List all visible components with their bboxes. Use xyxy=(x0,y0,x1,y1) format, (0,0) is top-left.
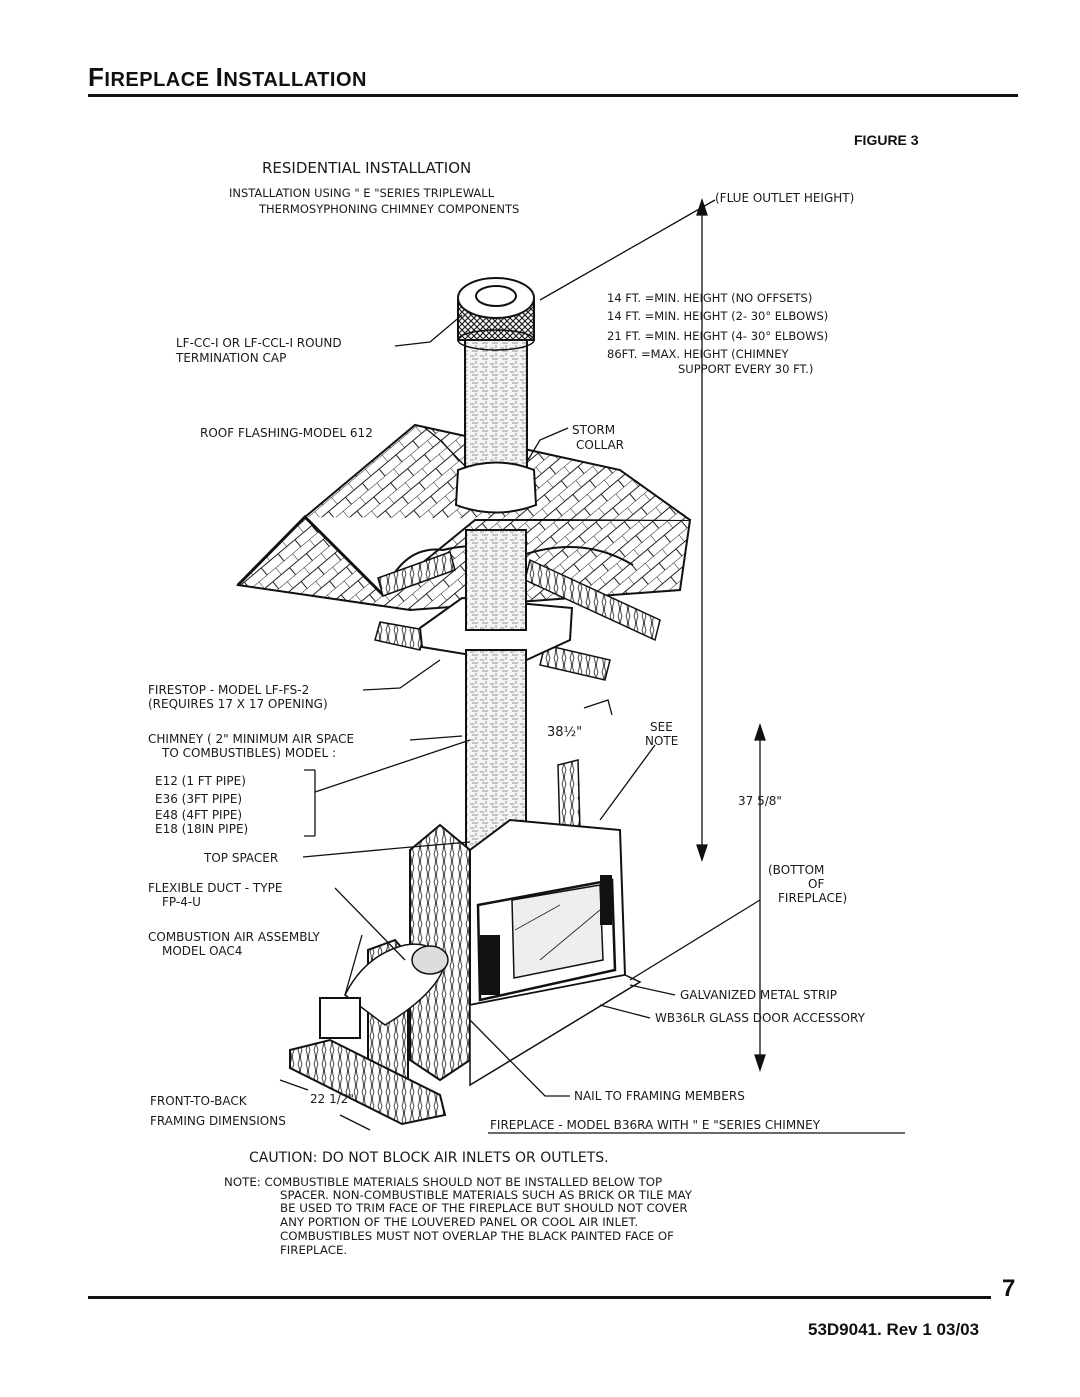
title-part-1: IREPLACE xyxy=(104,69,216,91)
dimension-37-label: 37 5/8" xyxy=(738,794,782,808)
title-initial-i: I xyxy=(215,62,224,92)
height-spec-4a: 86FT. =MAX. HEIGHT (CHIMNEY xyxy=(607,347,790,361)
note-line-5: COMBUSTIBLES MUST NOT OVERLAP THE BLACK … xyxy=(280,1229,674,1243)
bottom-label-1: (BOTTOM xyxy=(768,863,824,877)
combustion-air-assembly xyxy=(319,943,449,1039)
ceiling-joists xyxy=(374,551,661,681)
leader-lines xyxy=(279,197,905,1134)
see-note-label-1: SEE xyxy=(650,720,673,734)
framing-dimensions-label: FRAMING DIMENSIONS xyxy=(150,1114,286,1128)
diagram-heading: RESIDENTIAL INSTALLATION xyxy=(262,159,471,177)
pipe-e18-label: E18 (18IN PIPE) xyxy=(155,822,248,836)
note-line-1: NOTE: COMBUSTIBLE MATERIALS SHOULD NOT B… xyxy=(224,1175,662,1189)
cap-label-1: LF-CC-I OR LF-CCL-I ROUND xyxy=(176,336,342,350)
document-code: 53D9041. Rev 1 03/03 xyxy=(808,1320,980,1339)
pipe-e36-label: E36 (3FT PIPE) xyxy=(155,792,242,806)
note-line-4: ANY PORTION OF THE LOUVERED PANEL OR COO… xyxy=(280,1215,638,1229)
diagram-subheading-1: INSTALLATION USING " E "SERIES TRIPLEWAL… xyxy=(229,186,495,200)
caution-label: CAUTION: DO NOT BLOCK AIR INLETS OR OUTL… xyxy=(249,1150,609,1166)
note-line-3: BE USED TO TRIM FACE OF THE FIREPLACE BU… xyxy=(280,1201,688,1215)
page-title: FIREPLACE INSTALLATION xyxy=(88,62,367,93)
duct-label-1: FLEXIBLE DUCT - TYPE xyxy=(148,881,282,895)
figure-label: FIGURE 3 xyxy=(854,132,919,148)
storm-collar-label-1: STORM xyxy=(572,423,615,437)
bottom-label-2: OF xyxy=(808,877,824,891)
footer-rule xyxy=(88,1296,991,1299)
note-line-6: FIREPLACE. xyxy=(280,1243,347,1257)
bottom-label-3: FIREPLACE) xyxy=(778,891,847,905)
pipe-e12-label: E12 (1 FT PIPE) xyxy=(155,774,246,788)
glass-door-label: WB36LR GLASS DOOR ACCESSORY xyxy=(655,1011,866,1025)
storm-collar-label-2: COLLAR xyxy=(576,438,624,452)
fireplace-unit xyxy=(469,818,642,1087)
chimney-label-2: TO COMBUSTIBLES) MODEL : xyxy=(161,746,336,760)
model-label: FIREPLACE - MODEL B36RA WITH " E "SERIES… xyxy=(490,1118,821,1132)
galvanized-strip-label: GALVANIZED METAL STRIP xyxy=(680,988,837,1002)
see-note-label-2: NOTE xyxy=(645,734,678,748)
front-dimension-label: 22 1/2" xyxy=(310,1092,354,1106)
cap-label-2: TERMINATION CAP xyxy=(175,351,286,365)
firestop-label-1: FIRESTOP - MODEL LF-FS-2 xyxy=(148,683,309,697)
height-spec-2: 14 FT. =MIN. HEIGHT (2- 30° ELBOWS) xyxy=(607,309,828,323)
top-spacer-label: TOP SPACER xyxy=(203,851,278,865)
pipe-e48-label: E48 (4FT PIPE) xyxy=(155,808,242,822)
note-line-2: SPACER. NON-COMBUSTIBLE MATERIALS SUCH A… xyxy=(280,1188,693,1202)
dimension-38-label: 38½" xyxy=(547,725,582,740)
nail-label: NAIL TO FRAMING MEMBERS xyxy=(574,1089,745,1103)
chimney-pipe xyxy=(454,329,538,851)
title-initial-f: F xyxy=(88,62,105,92)
diagram-subheading-2: THERMOSYPHONING CHIMNEY COMPONENTS xyxy=(258,202,519,216)
height-spec-3: 21 FT. =MIN. HEIGHT (4- 30° ELBOWS) xyxy=(607,329,828,343)
page-number: 7 xyxy=(1002,1275,1016,1302)
firestop-label-2: (REQUIRES 17 X 17 OPENING) xyxy=(148,697,328,711)
combustion-label-2: MODEL OAC4 xyxy=(162,944,242,958)
termination-cap xyxy=(457,277,535,351)
height-spec-1: 14 FT. =MIN. HEIGHT (NO OFFSETS) xyxy=(607,291,812,305)
front-to-back-label: FRONT-TO-BACK xyxy=(150,1094,248,1108)
flue-outlet-label: (FLUE OUTLET HEIGHT) xyxy=(715,191,854,205)
combustion-label-1: COMBUSTION AIR ASSEMBLY xyxy=(148,930,321,944)
chimney-label-1: CHIMNEY ( 2" MINIMUM AIR SPACE xyxy=(148,732,354,746)
diagram-labels: RESIDENTIAL INSTALLATION INSTALLATION US… xyxy=(148,159,866,1257)
title-rule xyxy=(88,94,1018,97)
title-part-2: NSTALLATION xyxy=(223,69,367,91)
duct-label-2: FP-4-U xyxy=(162,895,201,909)
roof-flashing-label: ROOF FLASHING-MODEL 612 xyxy=(200,426,373,440)
height-spec-4b: SUPPORT EVERY 30 FT.) xyxy=(678,362,813,376)
